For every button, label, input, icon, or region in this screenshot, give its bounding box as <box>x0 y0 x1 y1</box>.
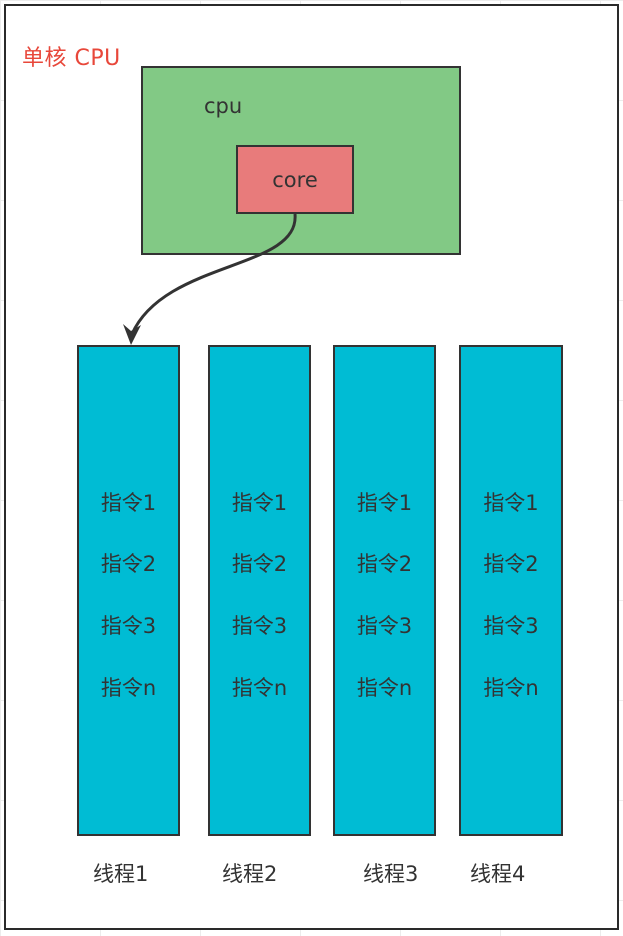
instruction-label: 指令3 <box>231 614 288 638</box>
thread-column-2: 指令1 指令2 指令3 指令n <box>208 345 311 836</box>
thread-label-2: 线程2 <box>222 862 278 886</box>
instruction-label: 指令n <box>231 676 288 700</box>
instruction-label: 指令3 <box>483 614 539 638</box>
core-box: core <box>236 145 354 214</box>
instruction-label: 指令n <box>100 676 157 700</box>
thread-column-3: 指令1 指令2 指令3 指令n <box>333 345 436 836</box>
diagram-title: 单核 CPU <box>22 46 121 71</box>
instruction-label: 指令1 <box>231 491 288 515</box>
thread-label-1: 线程1 <box>93 862 149 886</box>
instruction-label: 指令1 <box>100 491 157 515</box>
thread-column-4: 指令1 指令2 指令3 指令n <box>459 345 563 836</box>
thread-label-3: 线程3 <box>363 862 419 886</box>
instruction-label: 指令3 <box>356 614 413 638</box>
thread-label-4: 线程4 <box>470 862 526 886</box>
instruction-label: 指令2 <box>483 552 539 576</box>
instruction-label: 指令3 <box>100 614 157 638</box>
instruction-label: 指令1 <box>483 491 539 515</box>
instruction-label: 指令n <box>483 676 539 700</box>
cpu-label: cpu <box>204 94 243 118</box>
instruction-label: 指令2 <box>231 552 288 576</box>
instruction-label: 指令n <box>356 676 413 700</box>
core-label: core <box>272 167 318 192</box>
instruction-label: 指令2 <box>100 552 157 576</box>
instruction-label: 指令1 <box>356 491 413 515</box>
thread-column-1: 指令1 指令2 指令3 指令n <box>77 345 180 836</box>
instruction-label: 指令2 <box>356 552 413 576</box>
